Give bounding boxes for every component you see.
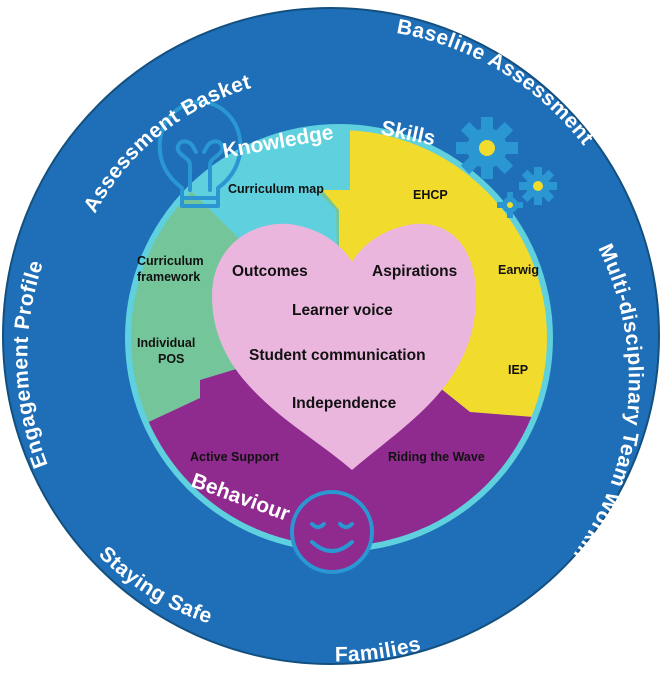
heart-item-learner-voice: Learner voice: [292, 302, 393, 319]
heart-item-student-communication: Student communication: [249, 347, 426, 364]
knowledge-item-individual: Individual: [137, 336, 195, 350]
skills-item-earwig: Earwig: [498, 263, 539, 277]
behaviour-item-riding-the-wave: Riding the Wave: [388, 450, 485, 464]
knowledge-item-pos: POS: [158, 352, 184, 366]
heart-item-outcomes: Outcomes: [232, 263, 308, 280]
central-heart: [212, 223, 476, 470]
heart-item-aspirations: Aspirations: [372, 263, 457, 280]
gears-icon: [456, 117, 557, 218]
lightbulb-icon: [157, 100, 243, 208]
knowledge-item-curriculum-map: Curriculum map: [228, 182, 324, 196]
heart-item-independence: Independence: [292, 395, 397, 412]
smiley-face-icon: [290, 490, 374, 574]
knowledge-item-curriculum: Curriculum: [137, 254, 204, 268]
skills-item-iep: IEP: [508, 363, 528, 377]
behaviour-item-active-support: Active Support: [190, 450, 280, 464]
skills-item-ehcp: EHCP: [413, 188, 448, 202]
knowledge-item-framework: framework: [137, 270, 200, 284]
